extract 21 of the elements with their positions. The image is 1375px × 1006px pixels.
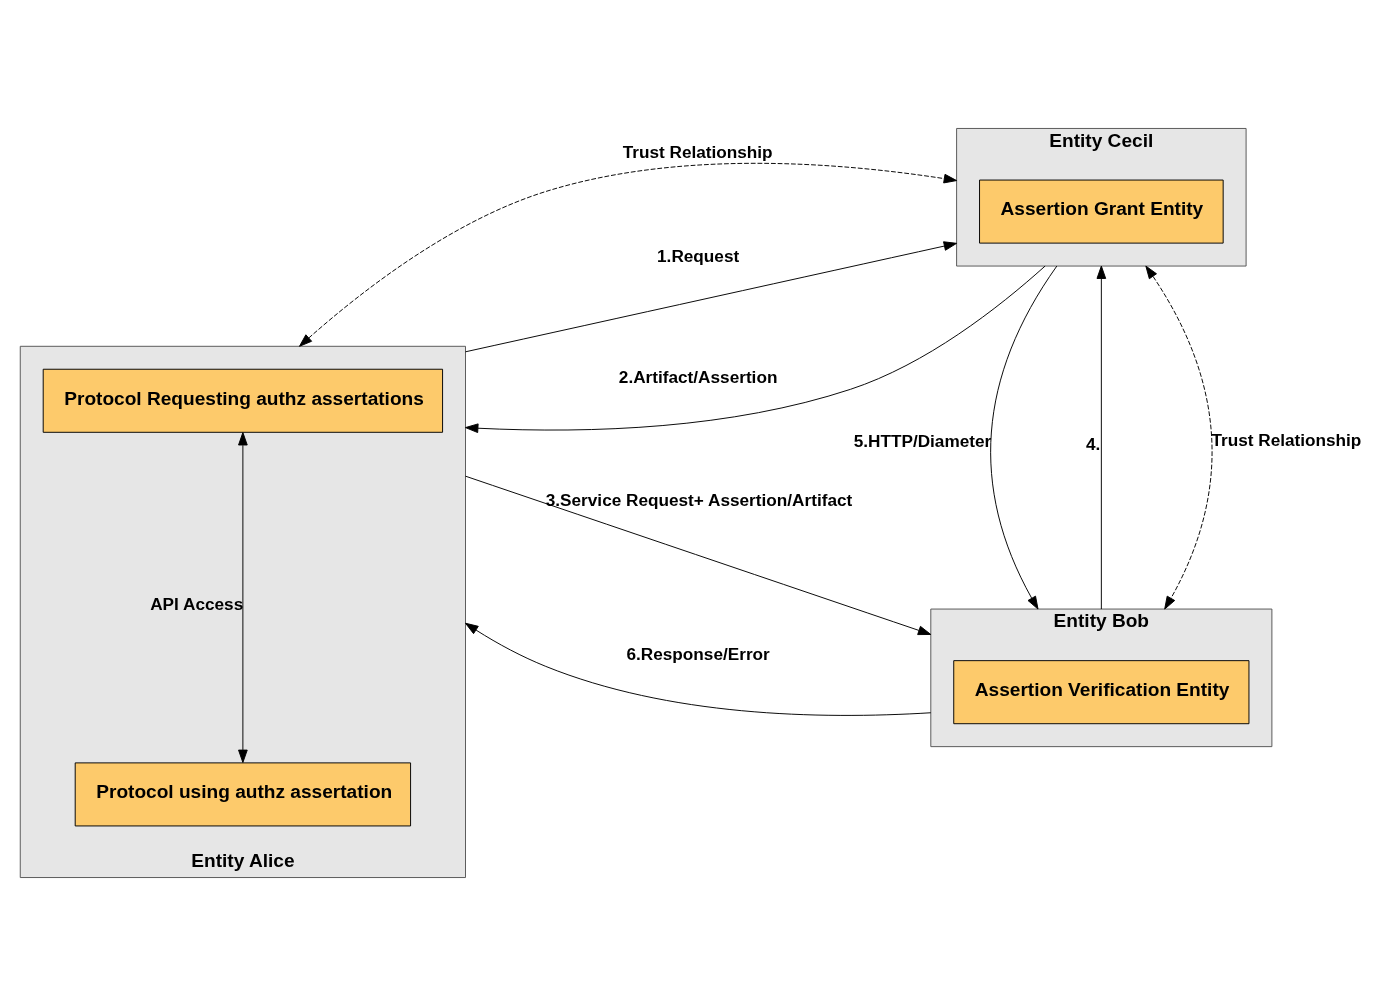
node-box: Assertion Grant Entity bbox=[979, 179, 1224, 244]
edge-label: 3.Service Request+ Assertion/Artifact bbox=[545, 490, 853, 511]
arrow bbox=[299, 162, 958, 347]
edge-label: 4. bbox=[1086, 434, 1101, 455]
edge-label: Trust Relationship bbox=[1211, 430, 1362, 451]
arrow bbox=[465, 241, 958, 353]
arrow bbox=[990, 265, 1058, 610]
arrow bbox=[1096, 265, 1107, 610]
edge-label: 5.HTTP/Diameter bbox=[853, 430, 992, 451]
node-box: Protocol using authz assertation bbox=[74, 762, 412, 827]
arrow bbox=[1145, 265, 1213, 610]
arrow bbox=[465, 265, 1046, 434]
edge-label: 6.Response/Error bbox=[626, 644, 770, 665]
node-box: Assertion Verification Entity bbox=[953, 660, 1250, 725]
edge-label: Trust Relationship bbox=[622, 141, 773, 162]
node-box: Protocol Requesting authz assertations bbox=[42, 368, 444, 433]
edge-label: 1.Request bbox=[657, 245, 740, 266]
arrow bbox=[465, 622, 932, 716]
edge-label: 2.Artifact/Assertion bbox=[618, 367, 778, 387]
arrow bbox=[465, 475, 932, 636]
arrow bbox=[238, 432, 248, 763]
